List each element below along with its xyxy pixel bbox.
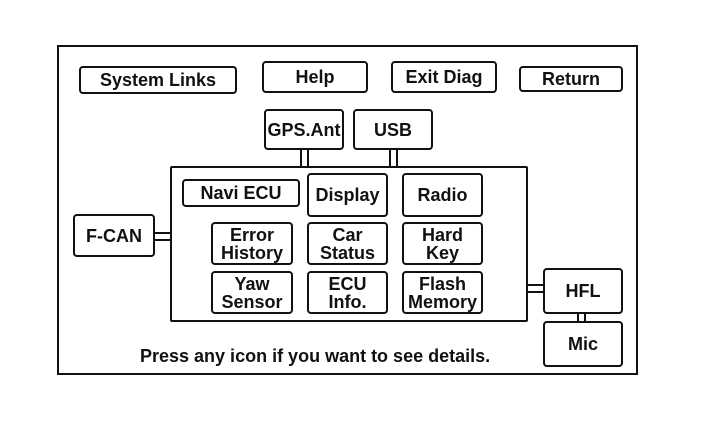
error-history-button[interactable]: Error History (211, 222, 293, 265)
usb-connector-line (396, 150, 398, 167)
exit-diag-button[interactable]: Exit Diag (391, 61, 497, 93)
ecu-info-button[interactable]: ECU Info. (307, 271, 388, 314)
f-can-connector-line (155, 239, 171, 241)
diagnostic-screen-frame (57, 45, 638, 375)
flash-memory-button[interactable]: Flash Memory (402, 271, 483, 314)
usb-button[interactable]: USB (353, 109, 433, 150)
help-button[interactable]: Help (262, 61, 368, 93)
return-button[interactable]: Return (519, 66, 623, 92)
f-can-connector-line (155, 232, 171, 234)
gps-ant-button[interactable]: GPS.Ant (264, 109, 344, 150)
usb-connector-line (389, 150, 391, 167)
display-button[interactable]: Display (307, 173, 388, 217)
instruction-text: Press any icon if you want to see detail… (140, 346, 491, 366)
hfl-connector-line (527, 291, 544, 293)
hard-key-button[interactable]: Hard Key (402, 222, 483, 265)
radio-button[interactable]: Radio (402, 173, 483, 217)
hfl-button[interactable]: HFL (543, 268, 623, 314)
f-can-button[interactable]: F-CAN (73, 214, 155, 257)
hfl-connector-line (527, 284, 544, 286)
navi-ecu-button[interactable]: Navi ECU (182, 179, 300, 207)
gps-connector-line (307, 150, 309, 167)
gps-connector-line (300, 150, 302, 167)
car-status-button[interactable]: Car Status (307, 222, 388, 265)
yaw-sensor-button[interactable]: Yaw Sensor (211, 271, 293, 314)
mic-connector-line (584, 313, 586, 322)
mic-connector-line (577, 313, 579, 322)
system-links-button[interactable]: System Links (79, 66, 237, 94)
mic-button[interactable]: Mic (543, 321, 623, 367)
